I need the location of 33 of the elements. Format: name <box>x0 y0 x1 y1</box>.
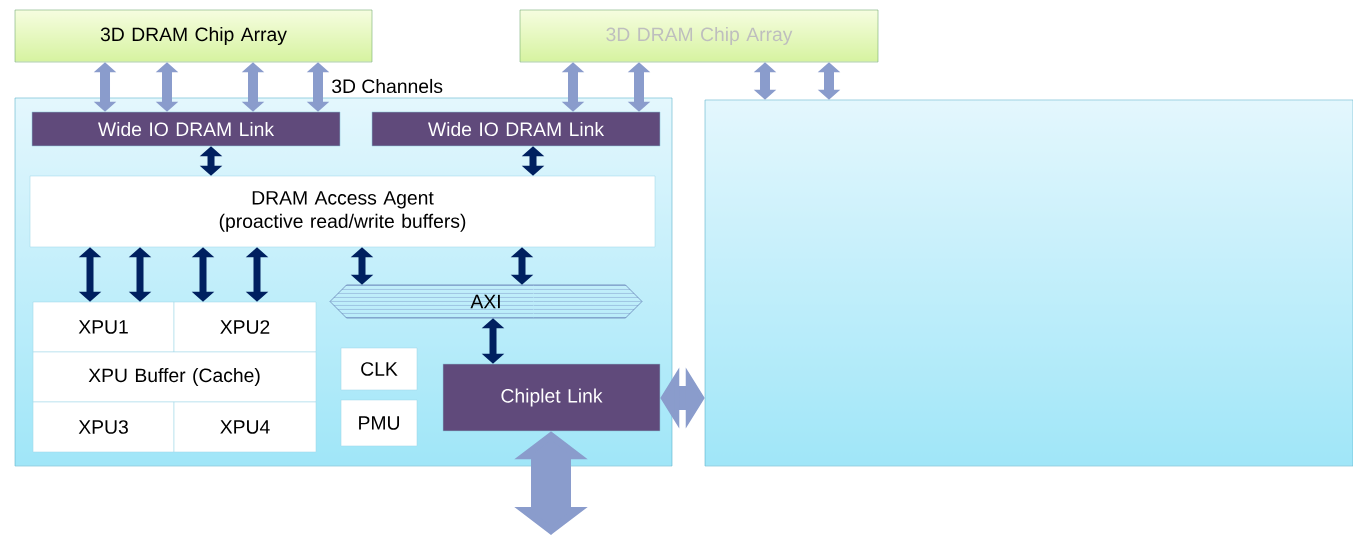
double-arrow <box>753 62 777 100</box>
double-arrow <box>155 62 179 112</box>
chip-die-box <box>704 99 1353 467</box>
double-arrow <box>660 367 705 429</box>
processor-box: XPU3 <box>32 401 175 453</box>
double-arrow <box>350 247 374 285</box>
double-arrow <box>817 62 841 100</box>
double-arrow <box>521 146 545 176</box>
channel-label: 3D Channels <box>332 78 443 94</box>
double-arrow <box>128 247 152 302</box>
power-unit-box: PMU <box>340 399 418 447</box>
double-arrow <box>306 62 330 112</box>
clock-box: CLK <box>340 347 418 391</box>
double-arrow <box>241 62 265 112</box>
agent-box: DRAM Access Agent (proactive read/write buffers) <box>29 175 656 248</box>
double-arrow <box>199 146 223 176</box>
double-arrow <box>627 62 651 112</box>
link-box: Chiplet Link <box>442 363 661 432</box>
double-arrow <box>561 62 585 112</box>
link-box: Wide IO DRAM Link <box>31 111 341 147</box>
link-box: Wide IO DRAM Link <box>371 111 661 147</box>
double-arrow <box>510 247 534 285</box>
chip-array-box: 3D DRAM Chip Array <box>519 9 879 63</box>
double-arrow <box>191 247 215 302</box>
buffer-box: XPU Buffer (Cache) <box>32 351 317 403</box>
processor-box: XPU1 <box>32 301 175 353</box>
chip-array-box: 3D DRAM Chip Array <box>14 9 373 63</box>
double-arrow <box>93 62 117 112</box>
double-arrow <box>481 318 505 364</box>
processor-box: XPU4 <box>173 401 317 453</box>
double-arrow <box>245 247 269 302</box>
double-arrow <box>78 247 102 302</box>
processor-box: XPU2 <box>173 301 317 353</box>
